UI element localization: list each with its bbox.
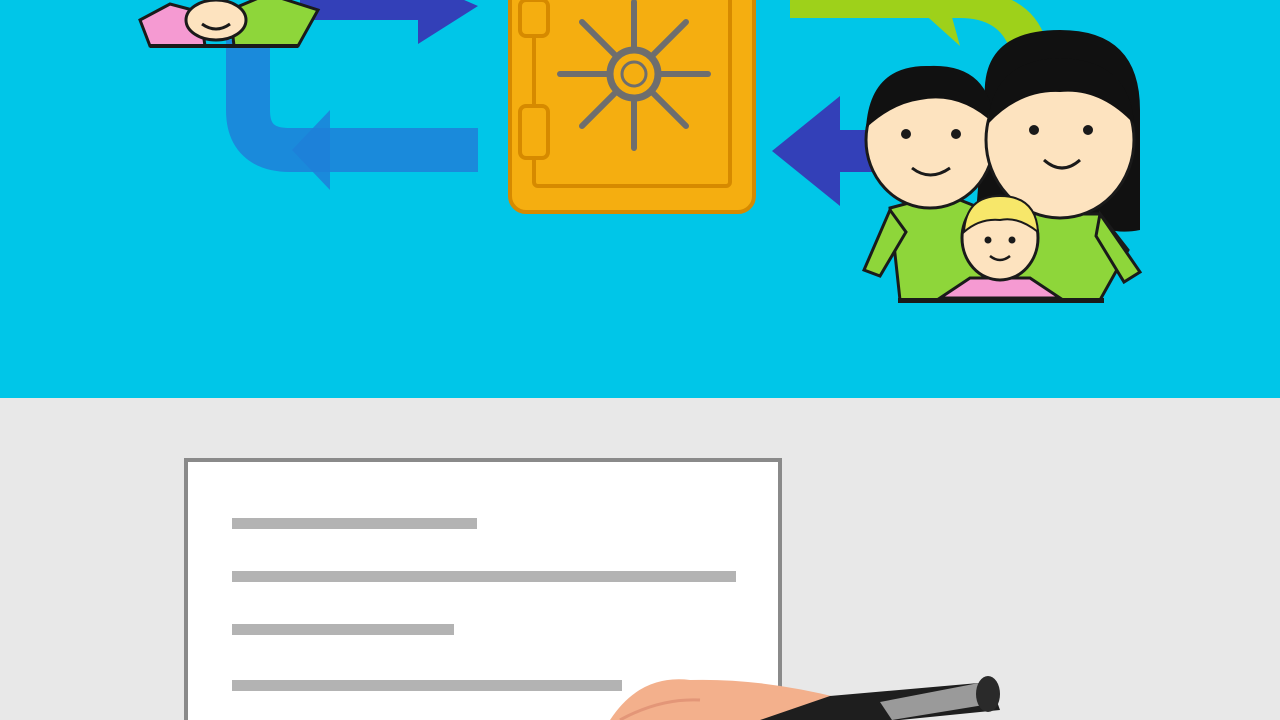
arrow-curved-icon bbox=[790, 0, 1046, 50]
document-line bbox=[232, 571, 736, 582]
arrow-right-icon bbox=[300, 0, 478, 44]
small-family-icon bbox=[138, 0, 321, 48]
hand-with-pen-icon bbox=[610, 676, 1000, 720]
document-line bbox=[232, 680, 622, 691]
document-scene bbox=[0, 398, 1280, 720]
document-line bbox=[232, 624, 454, 635]
document-icon bbox=[184, 458, 782, 720]
family-icon bbox=[861, 30, 1143, 303]
arrow-return-icon bbox=[226, 40, 478, 190]
inheritance-scene bbox=[0, 0, 1280, 398]
document-scene-svg bbox=[0, 398, 1280, 720]
safe-vault-icon bbox=[508, 0, 756, 214]
document-line bbox=[232, 518, 477, 529]
inheritance-scene-svg bbox=[0, 0, 1280, 398]
